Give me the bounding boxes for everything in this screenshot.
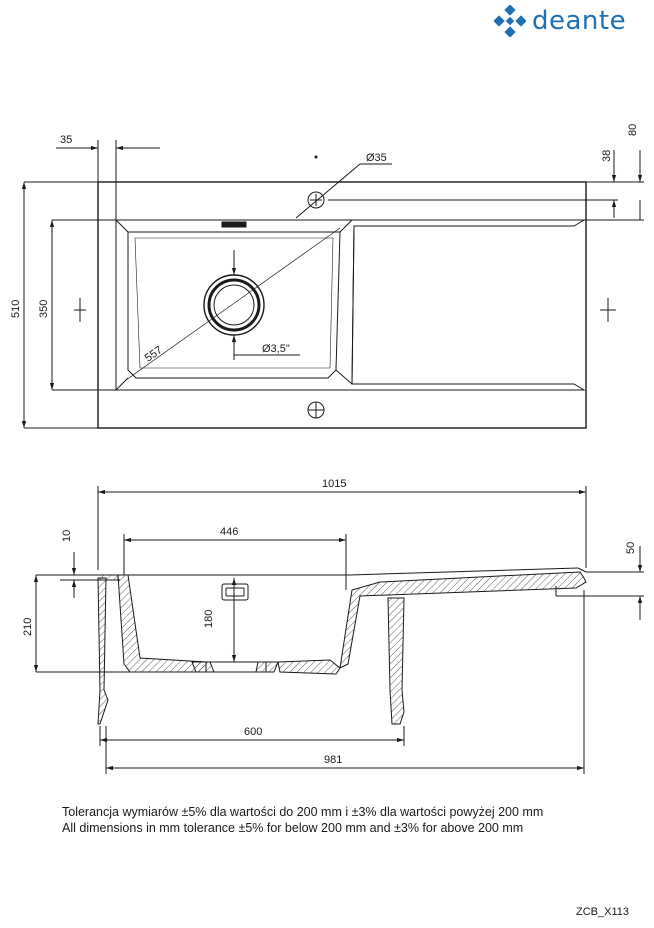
dim-80-label: 80: [627, 124, 639, 136]
waste-label: Ø3,5": [262, 343, 290, 355]
tolerance-notes: Tolerancja wymiarów ±5% dla wartości do …: [62, 804, 543, 836]
waste-outlet: [203, 274, 265, 336]
overflow-slot: [221, 221, 247, 228]
dim-600-label: 600: [244, 726, 262, 738]
top-view: [21, 140, 644, 429]
dim-10-label: 10: [61, 530, 73, 542]
section-view: [33, 486, 644, 774]
dim-210-label: 210: [22, 618, 34, 636]
bowl-wall-right: [339, 571, 587, 669]
dim-1015-label: 1015: [322, 478, 346, 490]
tap-hole-label: Ø35: [366, 152, 387, 164]
dim-350-label: 350: [38, 300, 50, 318]
dim-35-label: 35: [60, 134, 72, 146]
right-support-section: [387, 597, 405, 725]
tolerance-note-pl: Tolerancja wymiarów ±5% dla wartości do …: [62, 805, 544, 819]
brand-logo: deante: [494, 4, 626, 38]
bowl-rim: [115, 219, 586, 391]
dim-38-label: 38: [601, 150, 613, 162]
sink-outline: [97, 181, 587, 429]
dim-50-label: 50: [625, 542, 637, 554]
brand-name: deante: [532, 6, 627, 36]
dim-510-label: 510: [10, 300, 22, 318]
dim-446-label: 446: [220, 526, 238, 538]
tolerance-note-en: All dimensions in mm tolerance ±5% for b…: [62, 821, 524, 835]
model-code: ZCB_X113: [576, 906, 629, 918]
left-wall-section: [97, 577, 109, 725]
bowl-wall-section: [117, 574, 207, 673]
dim-981-label: 981: [324, 754, 342, 766]
deante-logo-icon: [494, 5, 526, 37]
tap-hole: [307, 191, 325, 209]
dim-180-label: 180: [203, 610, 215, 628]
dim-557-label: 557: [143, 344, 165, 364]
